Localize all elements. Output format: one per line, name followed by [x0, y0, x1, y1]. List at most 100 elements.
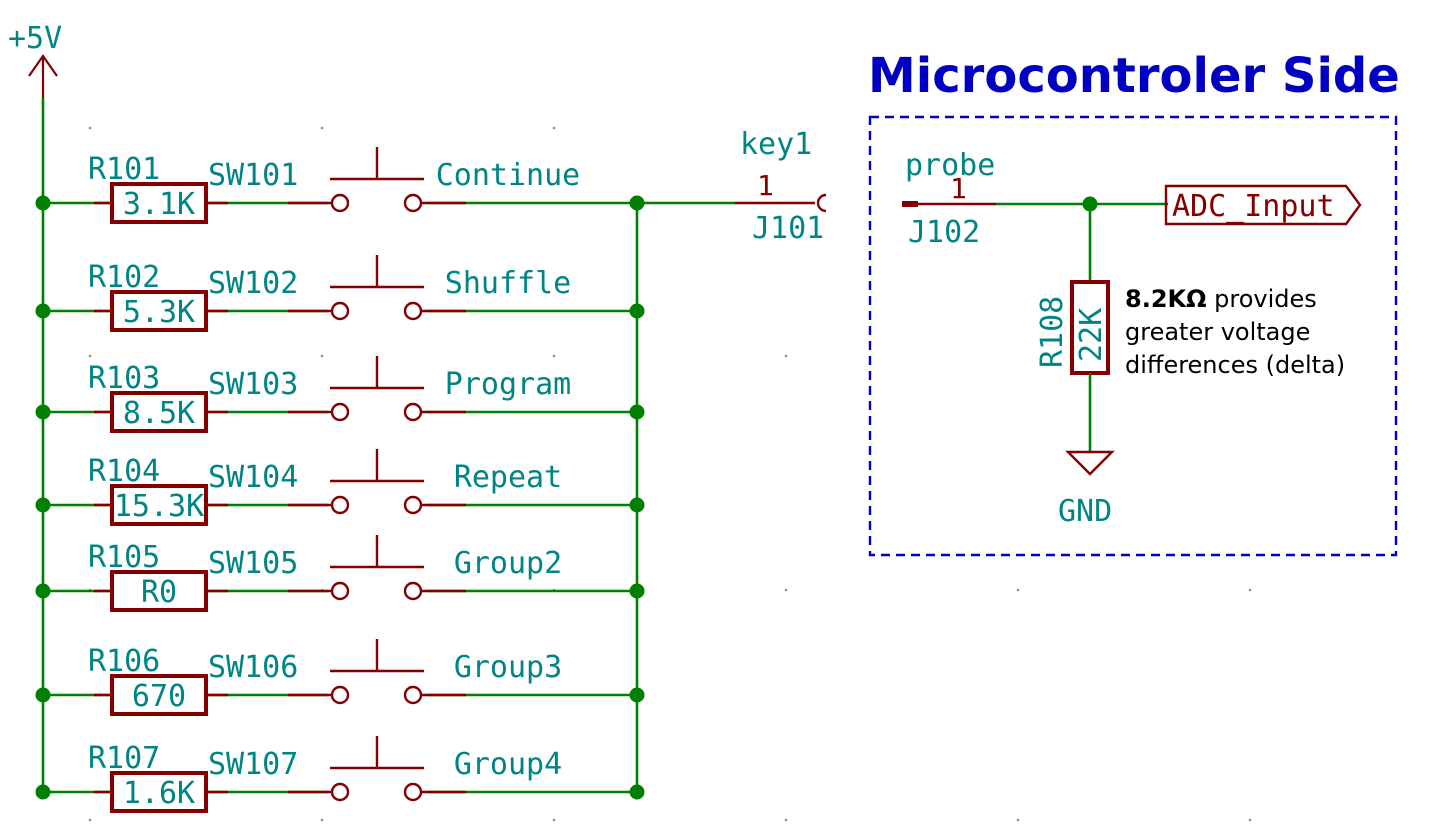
junction-dot — [629, 687, 645, 703]
j102-name: probe — [905, 148, 995, 183]
j102-pin-number: 1 — [950, 172, 967, 205]
resistor-body-icon — [110, 290, 208, 332]
switch-contact-icon — [330, 402, 350, 422]
net-label: Shuffle — [445, 266, 571, 301]
switch-ref: SW102 — [208, 266, 298, 301]
connector-j101: key1 1 J101 — [637, 127, 827, 246]
junction-dot — [629, 303, 645, 319]
resistor-ref: R105 — [88, 540, 160, 575]
power-5v-symbol: +5V — [8, 21, 62, 98]
switch-contact-icon — [330, 301, 350, 321]
switch-contact-icon — [330, 685, 350, 705]
junction-dot — [35, 404, 51, 420]
connector-j102: probe 1 J102 — [902, 148, 1168, 250]
resistor-ref: R101 — [88, 152, 160, 187]
switch-contact-icon — [403, 782, 423, 802]
note-line-1-rest: provides — [1207, 285, 1317, 313]
resistor-value: 8.5K — [123, 396, 195, 431]
net-label: Group3 — [454, 650, 562, 685]
junction-dot — [35, 687, 51, 703]
net-label: Group4 — [454, 747, 562, 782]
j101-pin-number: 1 — [757, 169, 774, 202]
switch-contact-icon — [403, 495, 423, 515]
resistor-value: 1.6K — [123, 776, 195, 811]
switch-ref: SW105 — [208, 546, 298, 581]
resistor-body-icon — [110, 391, 208, 433]
microcontroller-boundary-box — [868, 115, 1398, 557]
resistor-ref: R102 — [88, 260, 160, 295]
resistor-body-icon — [110, 182, 208, 224]
junction-dot — [629, 784, 645, 800]
switch-ref: SW106 — [208, 650, 298, 685]
switch-contact-icon — [330, 495, 350, 515]
adc-label-text: ADC_Input — [1172, 189, 1335, 224]
junction-dot — [1082, 196, 1098, 212]
resistor-value: 670 — [132, 679, 186, 714]
resistor-ref: R103 — [88, 361, 160, 396]
note-line-1: 8.2KΩ provides — [1125, 285, 1317, 313]
ground-label: GND — [1058, 494, 1112, 529]
switch-ref: SW103 — [208, 367, 298, 402]
switch-ref: SW107 — [208, 747, 298, 782]
switch-ref: SW101 — [208, 158, 298, 193]
j101-name: key1 — [740, 127, 812, 162]
note-line-2: greater voltage — [1125, 318, 1310, 346]
adc-input-label: ADC_Input — [1164, 184, 1362, 226]
note-emphasis: 8.2KΩ — [1125, 285, 1207, 313]
switch-contact-icon — [403, 685, 423, 705]
switch-contact-icon — [330, 193, 350, 213]
net-label: Repeat — [454, 460, 562, 495]
junction-dot — [629, 404, 645, 420]
junction-dot — [35, 497, 51, 513]
resistor-value: 5.3K — [123, 295, 195, 330]
resistor-value: 15.3K — [114, 489, 204, 524]
adc-label-flag-icon — [1164, 184, 1362, 226]
junction-dot — [35, 784, 51, 800]
resistor-ref: R104 — [88, 454, 160, 489]
page-title: Microcontroler Side — [868, 48, 1400, 104]
switch-contact-icon — [403, 301, 423, 321]
power-5v-label: +5V — [8, 21, 62, 56]
switch-contact-icon — [330, 581, 350, 601]
design-note: 8.2KΩ provides greater voltage differenc… — [1125, 285, 1345, 379]
net-label: Continue — [436, 158, 581, 193]
resistor-value: 3.1K — [123, 187, 195, 222]
junction-dot — [35, 195, 51, 211]
switch-contact-icon — [403, 193, 423, 213]
switch-ref: SW104 — [208, 460, 298, 495]
switch-contact-icon — [330, 782, 350, 802]
junction-dot — [35, 583, 51, 599]
junction-dot — [629, 497, 645, 513]
r108-value: 22K — [1074, 308, 1109, 362]
resistor-body-icon — [110, 570, 208, 612]
resistor-ref: R107 — [88, 741, 160, 776]
r108-ref: R108 — [1035, 296, 1070, 368]
grid-dots — [88, 126, 1252, 822]
switch-contact-icon — [403, 402, 423, 422]
ground-icon — [1065, 450, 1115, 476]
resistor-ref: R106 — [88, 644, 160, 679]
net-label: Program — [445, 367, 571, 402]
net-label: Group2 — [454, 546, 562, 581]
ground-symbol: GND — [1058, 450, 1115, 529]
junction-dot — [629, 583, 645, 599]
resistor-r108: R108 22K — [1035, 196, 1110, 452]
switch-contact-icon — [403, 581, 423, 601]
resistor-body-icon — [110, 771, 208, 813]
resistor-body-icon — [110, 484, 208, 526]
j101-socket-icon — [816, 193, 827, 213]
resistor-value: R0 — [141, 575, 177, 610]
j102-ref: J102 — [908, 215, 980, 250]
resistor-body-icon — [110, 674, 208, 716]
junction-dot — [35, 303, 51, 319]
note-line-3: differences (delta) — [1125, 351, 1345, 379]
